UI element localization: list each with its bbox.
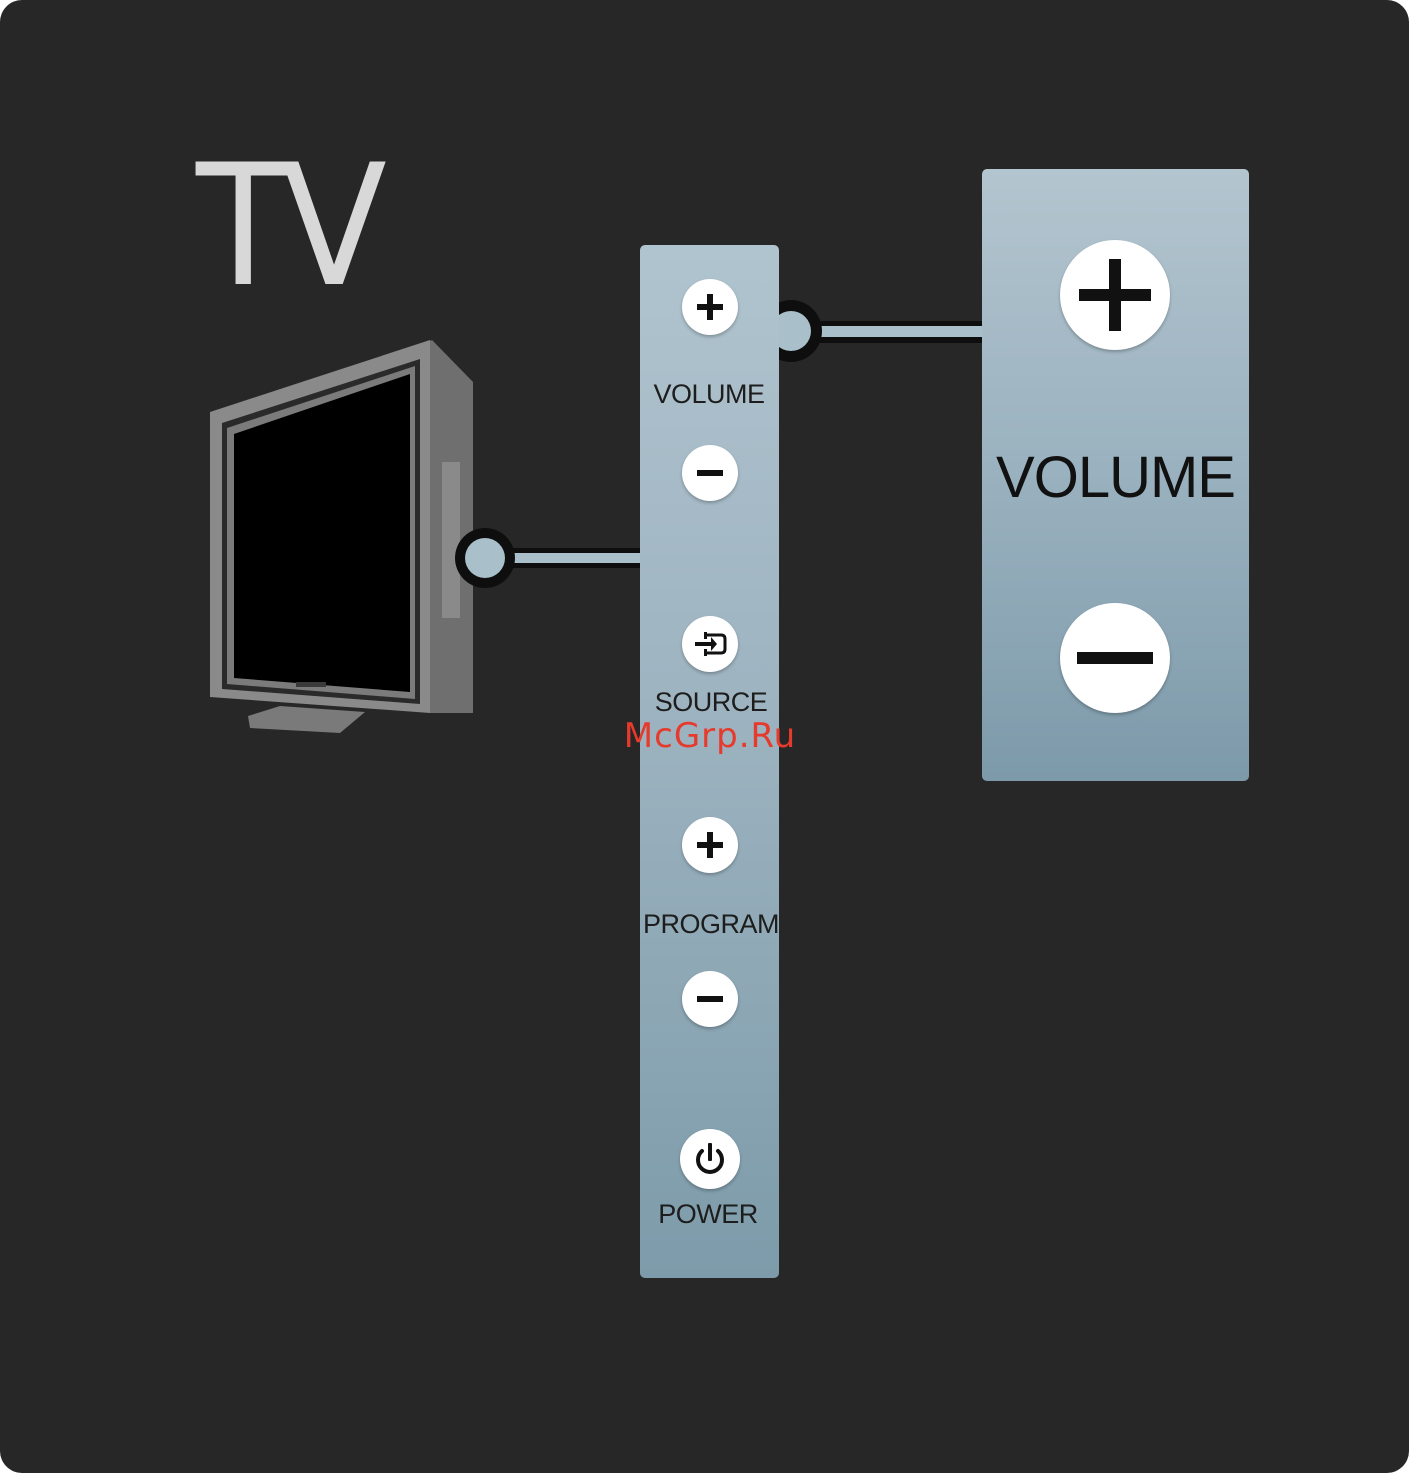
volume-up-button[interactable] (682, 279, 738, 335)
volume-label: VOLUME (609, 378, 809, 410)
source-label: SOURCE (611, 686, 811, 718)
zoom-connector (760, 300, 984, 362)
plus-icon (682, 279, 738, 335)
plus-icon (1060, 240, 1170, 350)
volume-down-button[interactable] (682, 445, 738, 501)
power-label: POWER (608, 1198, 808, 1230)
zoom-volume-up-button[interactable] (1060, 240, 1170, 350)
minus-icon (682, 445, 738, 501)
program-label: PROGRAM (611, 908, 811, 940)
plus-icon (682, 817, 738, 873)
zoom-volume-label: VOLUME (982, 446, 1249, 510)
power-icon (680, 1129, 740, 1189)
source-button[interactable] (682, 616, 738, 672)
power-button[interactable] (680, 1129, 740, 1189)
watermark-text: McGrp.Ru (560, 716, 860, 756)
tv-connector (455, 528, 641, 588)
minus-icon (682, 971, 738, 1027)
zoom-volume-down-button[interactable] (1060, 603, 1170, 713)
minus-icon (1060, 603, 1170, 713)
program-down-button[interactable] (682, 971, 738, 1027)
program-up-button[interactable] (682, 817, 738, 873)
source-icon (682, 616, 738, 672)
tv-icon (210, 340, 473, 733)
